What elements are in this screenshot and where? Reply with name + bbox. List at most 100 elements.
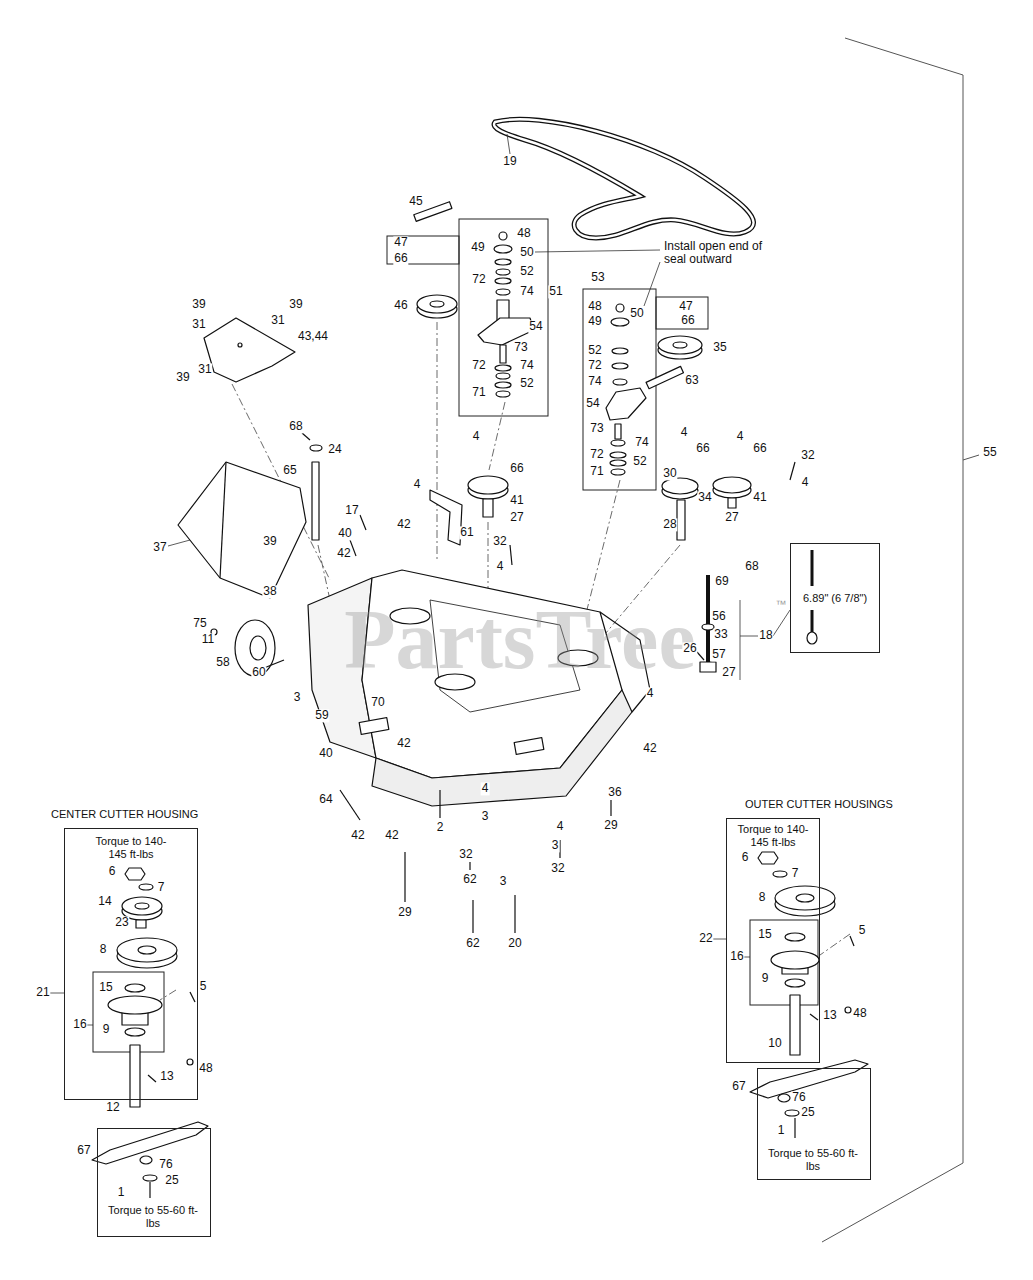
callout-number: 3 [293, 691, 302, 704]
callout-number: 33 [713, 628, 728, 641]
note-text: Torque to 140-145 ft-lbs [89, 835, 173, 861]
callout-number: 4 [413, 478, 422, 491]
callout-number: 42 [396, 737, 411, 750]
deck-skirt [372, 690, 632, 806]
callout-number: 35 [712, 341, 727, 354]
callout-number: 8 [758, 891, 767, 904]
washer [310, 445, 322, 451]
bearing [610, 452, 626, 458]
callout-number: 39 [191, 298, 206, 311]
bracket [340, 790, 360, 820]
deflector-fold [220, 462, 226, 578]
group-box [583, 289, 656, 490]
pulley [775, 886, 835, 910]
callout-number: 69 [714, 575, 729, 588]
bearing [125, 984, 145, 992]
group-box: 6.89" (6 7/8") [790, 543, 880, 653]
callout-number: 66 [752, 442, 767, 455]
callout-number: 32 [458, 848, 473, 861]
bolt [439, 790, 440, 818]
spindle-housing [771, 951, 819, 969]
callout-number: 25 [800, 1106, 815, 1119]
callout-number: 5 [199, 980, 208, 993]
bolt [472, 900, 473, 933]
adjuster-rod [811, 550, 814, 586]
callout-number: 3 [551, 839, 560, 852]
watermark: PartsTree [343, 594, 696, 686]
spacer [483, 499, 493, 517]
callout-number: 45 [408, 195, 423, 208]
pulley [417, 295, 457, 313]
callout-number: 42 [384, 829, 399, 842]
callout-number: 24 [327, 443, 342, 456]
callout-number: 27 [721, 666, 736, 679]
callout-number: 4 [801, 476, 810, 489]
spacer [728, 498, 736, 508]
leader-line [773, 610, 790, 636]
nut [140, 1156, 152, 1164]
ring [496, 391, 510, 397]
axle-bolt [264, 660, 284, 668]
nut [845, 1007, 851, 1013]
callout-number: 42 [336, 547, 351, 560]
callout-number: 5 [858, 924, 867, 937]
callout-number: 52 [519, 377, 534, 390]
pulley [117, 938, 177, 962]
callout-number: 48 [587, 300, 602, 313]
callout-number: 47 [393, 236, 408, 249]
callout-number: 51 [548, 285, 563, 298]
group-box: Torque to 55-60 ft-lbs [757, 1068, 871, 1180]
bolt [794, 1118, 795, 1138]
blade [750, 1060, 868, 1098]
callout-number: 31 [270, 314, 285, 327]
leader-line [535, 250, 660, 252]
callout-number: 27 [724, 511, 739, 524]
leader-line [740, 600, 741, 680]
spacer [136, 920, 146, 928]
note-text: Torque to 55-60 ft-lbs [766, 1147, 860, 1173]
callout-number: 31 [197, 363, 212, 376]
callout-number: 76 [791, 1091, 806, 1104]
pin [810, 1014, 818, 1020]
seal [495, 382, 511, 388]
callout-number: 14 [97, 895, 112, 908]
bearing [495, 278, 511, 284]
pulley-hub [796, 894, 814, 902]
callout-number: 28 [662, 518, 677, 531]
spindle-shaft [130, 1045, 140, 1107]
callout-number: 74 [587, 375, 602, 388]
washer [496, 373, 510, 379]
callout-number: 50 [519, 246, 534, 259]
pulley-hub [673, 342, 687, 348]
leader-line [87, 1025, 93, 1026]
section-heading: CENTER CUTTER HOUSING [51, 808, 198, 821]
washer [139, 884, 153, 890]
seal [495, 259, 511, 265]
callout-number: 40 [337, 527, 352, 540]
nut [499, 232, 507, 240]
callout-number: 48 [852, 1007, 867, 1020]
callout-number: 39 [262, 535, 277, 548]
callout-number: 3 [481, 810, 490, 823]
callout-number: 32 [800, 449, 815, 462]
spacer [500, 345, 506, 363]
section-heading: OUTER CUTTER HOUSINGS [745, 798, 893, 811]
baffle [514, 738, 544, 755]
bolt [510, 545, 512, 565]
bolt [149, 1182, 150, 1198]
callout-number: 74 [519, 359, 534, 372]
bolt [850, 936, 854, 946]
nut [778, 1094, 790, 1102]
callout-number: 49 [470, 241, 485, 254]
pulley-hub [430, 301, 444, 307]
callout-number: 30 [662, 467, 677, 480]
callout-number: 7 [157, 881, 166, 894]
callout-number: 67 [76, 1144, 91, 1157]
callout-number: 17 [344, 504, 359, 517]
wheel-hub [250, 636, 266, 660]
callout-number: 54 [528, 320, 543, 333]
callout-number: 75 [192, 617, 207, 630]
callout-number: 76 [158, 1158, 173, 1171]
callout-number: 73 [513, 341, 528, 354]
seal [610, 460, 626, 466]
